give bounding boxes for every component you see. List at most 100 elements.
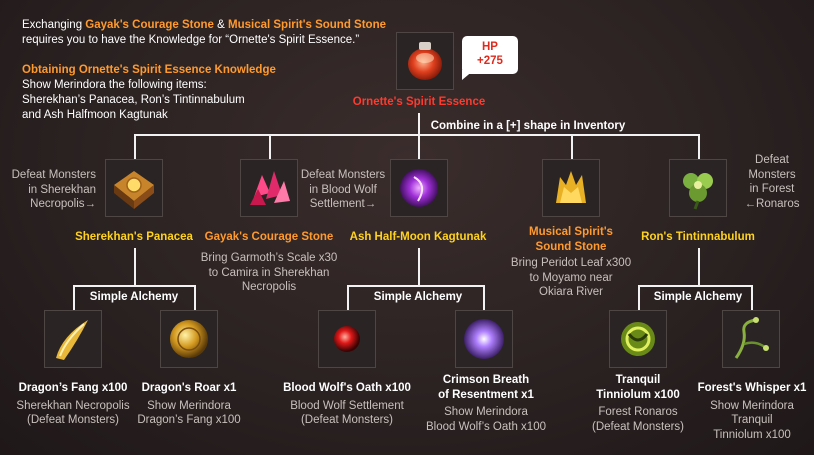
hp-label: HP <box>482 41 498 53</box>
intro-item-sound-stone: Musical Spirit's Sound Stone <box>228 19 387 31</box>
side-note-left-line-3-text: Necropolis <box>30 198 85 210</box>
dragon-fang-sub-2: (Defeat Monsters) <box>26 414 120 426</box>
side-note-right-line-2: Monsters <box>748 168 796 181</box>
arrow-right-icon: → <box>364 198 377 210</box>
side-note-left-line-2: in Sherekhan <box>28 183 96 196</box>
connector <box>194 285 196 310</box>
intro-ampersand: & <box>213 19 228 31</box>
musical-spirit-sound-stone-name-line-2: Sound Stone <box>535 240 607 253</box>
blood-wolf-oath-slot[interactable] <box>318 310 376 368</box>
forest-whisper-sub-3: Tinniolum x100 <box>713 428 791 441</box>
blood-wolf-oath-name: Blood Wolf's Oath x100 <box>283 382 411 394</box>
green-flower-icon <box>683 173 713 210</box>
violet-orb-icon <box>464 319 504 359</box>
forest-whisper-sub-2: Tranquil <box>731 414 773 426</box>
forest-whisper-sub-1: Show Merindora <box>710 399 794 412</box>
intro-line-2: requires you to have the Knowledge for “… <box>22 34 360 46</box>
forest-whisper-slot[interactable] <box>722 310 780 368</box>
sherekhan-panacea-slot[interactable] <box>105 159 163 217</box>
intro-prefix: Exchanging <box>22 19 86 31</box>
side-note-right-line-4: ←Ronaros <box>745 197 800 212</box>
forest-whisper-label: Forest's Whisper x1 Show Merindora Tranq… <box>698 381 807 442</box>
gayak-courage-stone-name: Gayak's Courage Stone <box>204 231 334 243</box>
ash-half-moon-kagtunak-slot[interactable] <box>390 159 448 217</box>
obtain-line-2: Sherekhan’s Panacea, Ron’s Tintinnabulum <box>22 94 245 106</box>
connector <box>134 134 700 136</box>
dragon-roar-label: Dragon's Roar x1 Show Merindora Dragon’s… <box>137 381 240 428</box>
connector <box>418 248 420 286</box>
arrow-right-icon: → <box>84 198 97 210</box>
ron-tintinnabulum-name: Ron's Tintinnabulum <box>641 231 755 243</box>
dragon-fang-sub-1: Sherekhan Necropolis <box>16 399 130 412</box>
crimson-breath-label: Crimson Breath of Resentment x1 Show Mer… <box>426 373 546 434</box>
green-knot-icon <box>621 322 655 356</box>
tranquil-tinniolum-name-line-1: Tranquil <box>615 374 661 386</box>
connector <box>73 285 75 310</box>
connector <box>73 285 196 287</box>
connector <box>347 285 485 287</box>
tranquil-tinniolum-slot[interactable] <box>609 310 667 368</box>
golden-stone-icon <box>556 171 586 203</box>
sound-stone-note-line-1: Bring Peridot Leaf x300 <box>510 257 632 269</box>
musical-spirit-sound-stone-name: Musical Spirit's Sound Stone <box>529 225 613 254</box>
side-note-right: Defeat Monsters in Forest ←Ronaros <box>745 153 800 211</box>
side-note-mid: Defeat Monsters in Blood Wolf Settlement… <box>301 168 385 212</box>
tranquil-tinniolum-label: Tranquil Tinniolum x100 Forest Ronaros (… <box>592 373 684 434</box>
sound-stone-note-line-2: to Moyamo near <box>529 271 613 284</box>
connector <box>418 121 420 159</box>
tranquil-tinniolum-name-line-2: Tinniolum x100 <box>596 388 680 401</box>
simple-alchemy-label-2: Simple Alchemy <box>373 291 463 303</box>
crimson-breath-name-line-2: of Resentment x1 <box>438 388 534 401</box>
connector <box>134 134 136 159</box>
side-note-left: Defeat Monsters in Sherekhan Necropolis→ <box>0 168 96 212</box>
side-note-mid-line-3-text: Settlement <box>309 198 365 210</box>
red-orb-icon <box>334 326 360 352</box>
musical-spirit-sound-stone-name-line-1: Musical Spirit's <box>529 226 613 238</box>
hp-bubble: HP +275 <box>462 36 518 74</box>
ornette-spirit-essence-slot[interactable] <box>396 32 454 90</box>
gayak-note-line-3: Necropolis <box>241 281 297 293</box>
connector <box>698 134 700 159</box>
side-note-mid-line-1: Defeat Monsters <box>300 169 386 181</box>
connector <box>347 285 349 310</box>
intro-item-gayak: Gayak's Courage Stone <box>85 19 214 31</box>
crimson-breath-slot[interactable] <box>455 310 513 368</box>
gayak-courage-stone-slot[interactable] <box>240 159 298 217</box>
blood-wolf-oath-label: Blood Wolf's Oath x100 Blood Wolf Settle… <box>283 381 411 428</box>
obtain-line-3: and Ash Halfmoon Kagtunak <box>22 109 168 121</box>
musical-spirit-sound-stone-slot[interactable] <box>542 159 600 217</box>
ron-tintinnabulum-slot[interactable] <box>669 159 727 217</box>
simple-alchemy-label-1: Simple Alchemy <box>89 291 179 303</box>
ornette-spirit-essence-name: Ornette's Spirit Essence <box>352 96 486 108</box>
sound-stone-note-line-3: Okiara River <box>539 286 603 298</box>
tranquil-tinniolum-sub-1: Forest Ronaros <box>598 406 678 418</box>
side-note-right-line-3: in Forest <box>749 183 795 195</box>
dragon-roar-slot[interactable] <box>160 310 218 368</box>
connector <box>269 134 271 159</box>
ash-half-moon-kagtunak-name: Ash Half-Moon Kagtunak <box>349 231 487 243</box>
purple-orb-icon <box>400 169 438 207</box>
gayak-note-line-1: Bring Garmoth’s Scale x30 <box>200 252 338 264</box>
connector <box>571 134 573 159</box>
crimson-breath-sub-1: Show Merindora <box>444 406 528 418</box>
crimson-breath-name-line-1: Crimson Breath <box>442 374 530 386</box>
gayak-note: Bring Garmoth’s Scale x30 to Camira in S… <box>201 251 338 295</box>
obtain-title: Obtaining Ornette's Spirit Essence Knowl… <box>22 64 276 76</box>
red-potion-icon <box>408 42 442 80</box>
pink-crystal-icon <box>250 171 290 205</box>
dragon-roar-sub-1: Show Merindora <box>147 399 231 412</box>
connector <box>751 285 753 310</box>
dragon-fang-name: Dragon’s Fang x100 <box>18 382 128 394</box>
connector <box>638 285 640 310</box>
side-note-left-line-1: Defeat Monsters <box>11 169 96 181</box>
blood-wolf-oath-sub-2: (Defeat Monsters) <box>300 414 394 426</box>
connector <box>134 248 136 286</box>
side-note-right-line-1: Defeat <box>755 154 789 166</box>
sherekhan-panacea-name: Sherekhan's Panacea <box>75 231 193 243</box>
combine-label: Combine in a [+] shape in Inventory <box>430 120 626 132</box>
dragon-roar-sub-2: Dragon’s Fang x100 <box>137 414 241 426</box>
blood-wolf-oath-sub-1: Blood Wolf Settlement <box>290 399 404 412</box>
side-note-mid-line-2: in Blood Wolf <box>309 183 377 196</box>
dragon-fang-slot[interactable] <box>44 310 102 368</box>
dragon-fang-icon <box>56 320 88 360</box>
